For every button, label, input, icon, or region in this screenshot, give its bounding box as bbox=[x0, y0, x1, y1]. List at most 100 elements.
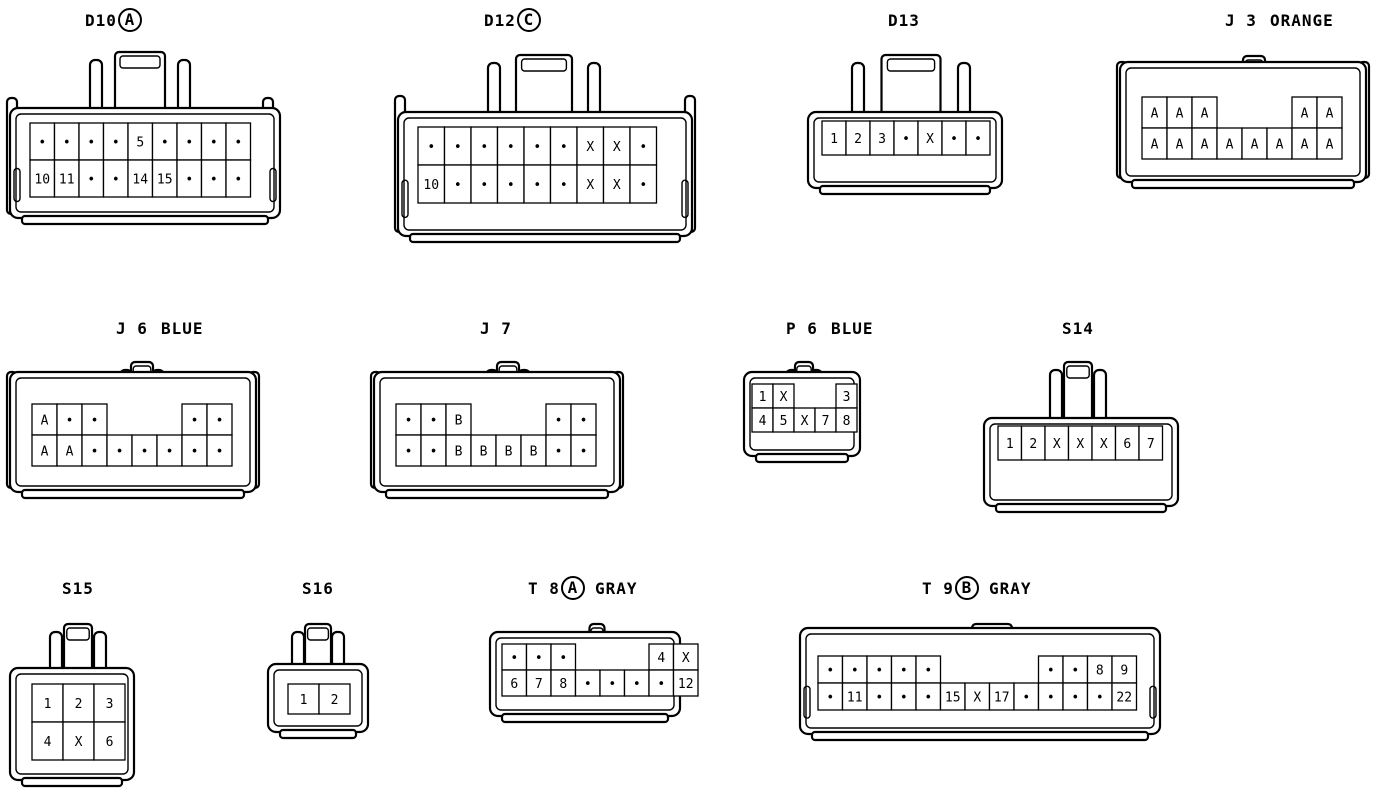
pin-cavity bbox=[417, 164, 446, 204]
pin-label: X bbox=[801, 414, 809, 429]
pin-cavity bbox=[915, 682, 942, 711]
pin-cavity bbox=[443, 164, 472, 204]
pin-cavity bbox=[1216, 127, 1243, 160]
pin-used-dot: • bbox=[191, 414, 199, 429]
pin-cavity bbox=[1166, 127, 1193, 160]
pin-used-dot: • bbox=[234, 173, 242, 188]
housing-inner-wall bbox=[813, 117, 997, 183]
connector-color-label: GRAY bbox=[595, 579, 638, 598]
pin-used-dot: • bbox=[535, 651, 543, 666]
connector-title: T 8 bbox=[528, 579, 560, 598]
pin-cavity bbox=[470, 434, 497, 467]
pin-label: A bbox=[1326, 138, 1334, 153]
connector-title: P 6 bbox=[786, 319, 818, 338]
pin-used-dot: • bbox=[875, 664, 883, 679]
pin-used-dot: • bbox=[116, 445, 124, 460]
pin-label: A bbox=[1201, 138, 1209, 153]
pin-used-dot: • bbox=[507, 178, 515, 193]
pin-used-dot: • bbox=[430, 445, 438, 460]
pin-label: 8 bbox=[559, 677, 567, 692]
pin-cavity bbox=[206, 434, 233, 467]
pin-cavity bbox=[81, 403, 108, 436]
pin-cavity bbox=[817, 655, 844, 684]
pin-label: X bbox=[973, 691, 981, 706]
pin-used-dot: • bbox=[38, 136, 46, 151]
pin-label: B bbox=[455, 414, 463, 429]
pin-label: 3 bbox=[843, 390, 851, 405]
housing-bottom-rail bbox=[20, 214, 270, 226]
connector-title: J 7 bbox=[480, 319, 512, 338]
pin-cavity bbox=[1291, 127, 1318, 160]
pin-used-dot: • bbox=[161, 136, 169, 151]
pin-label: 12 bbox=[678, 677, 694, 692]
side-rib bbox=[269, 167, 277, 203]
pin-used-dot: • bbox=[210, 173, 218, 188]
pin-cavity bbox=[93, 683, 126, 723]
pin-used-dot: • bbox=[555, 414, 563, 429]
housing-bottom-rail bbox=[20, 488, 246, 500]
pin-cavity bbox=[917, 120, 943, 156]
connector-variant-badge bbox=[955, 576, 979, 600]
pin-cavity bbox=[102, 122, 129, 161]
pin-cavity bbox=[549, 164, 578, 204]
pin-label: B bbox=[455, 445, 463, 460]
pin-label: 8 bbox=[1096, 664, 1104, 679]
pin-cavity bbox=[525, 669, 552, 697]
pin-cavity bbox=[93, 721, 126, 761]
pin-cavity bbox=[106, 434, 133, 467]
connector-title: J 3 bbox=[1225, 11, 1257, 30]
pin-used-dot: • bbox=[1071, 664, 1079, 679]
pin-used-dot: • bbox=[924, 664, 932, 679]
pin-used-dot: • bbox=[826, 664, 834, 679]
pin-used-dot: • bbox=[580, 445, 588, 460]
pin-used-dot: • bbox=[112, 136, 120, 151]
pin-cavity bbox=[200, 122, 227, 161]
pin-cavity bbox=[939, 682, 966, 711]
pin-label: A bbox=[1276, 138, 1284, 153]
connector-color-label: ORANGE bbox=[1270, 11, 1334, 30]
connector-title: S14 bbox=[1062, 319, 1094, 338]
pin-used-dot: • bbox=[584, 677, 592, 692]
pin-used-dot: • bbox=[112, 173, 120, 188]
pin-used-dot: • bbox=[533, 178, 541, 193]
pin-cavity bbox=[225, 159, 252, 198]
latch-tab bbox=[520, 58, 568, 72]
pin-cavity bbox=[29, 159, 56, 198]
pin-cavity bbox=[1086, 682, 1113, 711]
pin-used-dot: • bbox=[580, 414, 588, 429]
pin-label: 6 bbox=[510, 677, 518, 692]
pin-label: A bbox=[41, 414, 49, 429]
pin-cavity bbox=[470, 164, 499, 204]
pin-used-dot: • bbox=[210, 136, 218, 151]
pin-cavity bbox=[570, 434, 597, 467]
pin-cavity bbox=[893, 120, 919, 156]
locking-latch bbox=[514, 53, 574, 120]
pin-label: A bbox=[1251, 138, 1259, 153]
pin-cavity bbox=[151, 122, 178, 161]
pin-cavity bbox=[31, 434, 58, 467]
pin-cavity bbox=[1191, 96, 1218, 129]
pin-used-dot: • bbox=[91, 414, 99, 429]
housing-bottom-rail bbox=[818, 184, 992, 196]
pin-used-dot: • bbox=[510, 651, 518, 666]
pin-cavity bbox=[570, 403, 597, 436]
connector-title: J 6 bbox=[116, 319, 148, 338]
pin-cavity bbox=[835, 407, 858, 433]
pin-used-dot: • bbox=[185, 173, 193, 188]
pin-cavity bbox=[287, 683, 320, 715]
connector-color-label: GRAY bbox=[989, 579, 1032, 598]
connector-title: D12 bbox=[484, 11, 516, 30]
pin-cavity bbox=[817, 682, 844, 711]
pin-cavity bbox=[31, 683, 64, 723]
pin-label: X bbox=[586, 140, 594, 155]
pin-label: A bbox=[41, 445, 49, 460]
connector-title: D10 bbox=[85, 11, 117, 30]
pin-label: 7 bbox=[1147, 437, 1155, 452]
pin-cavity bbox=[53, 122, 80, 161]
